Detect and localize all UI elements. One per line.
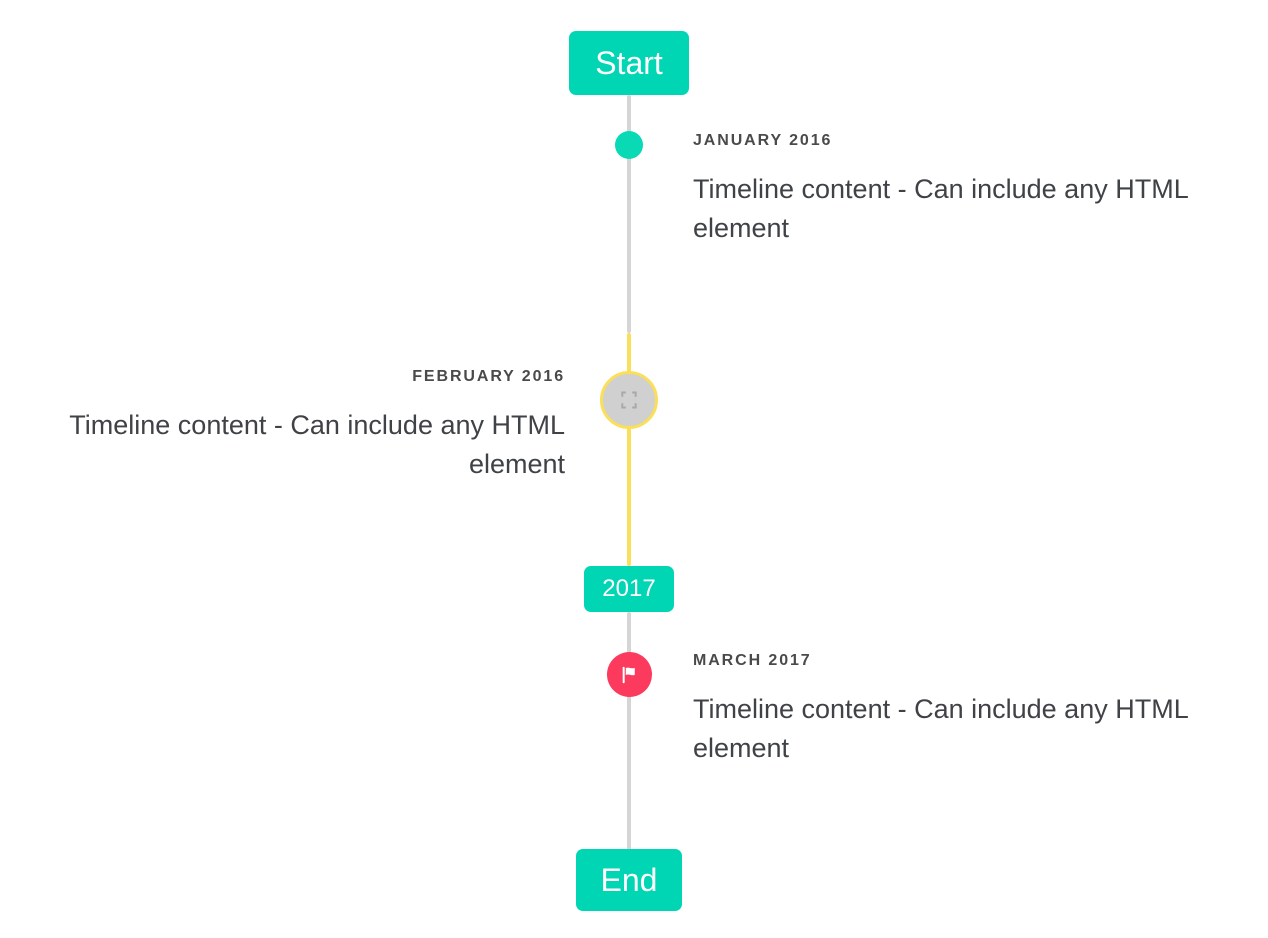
timeline-event-date: MARCH 2017 <box>693 652 812 669</box>
broken-image-glyph <box>621 391 637 409</box>
timeline-event-body: MARCH 2017 Timeline content - Can includ… <box>693 651 1233 768</box>
timeline-event-text: Timeline content - Can include any HTML … <box>693 694 1188 764</box>
flag-glyph <box>622 666 635 683</box>
broken-image-icon[interactable] <box>600 371 658 429</box>
timeline-event-body: JANUARY 2016 Timeline content - Can incl… <box>693 131 1233 248</box>
timeline-event-text: Timeline content - Can include any HTML … <box>69 410 565 480</box>
timeline-event-date: JANUARY 2016 <box>693 132 833 149</box>
flag-icon[interactable] <box>607 652 652 697</box>
timeline-event-body: FEBRUARY 2016 Timeline content - Can inc… <box>25 367 565 484</box>
timeline-year-badge-2017[interactable]: 2017 <box>584 566 674 612</box>
dot-icon[interactable] <box>615 131 643 159</box>
timeline-spine-segment-upper <box>627 95 631 333</box>
timeline-event-text: Timeline content - Can include any HTML … <box>693 174 1188 244</box>
timeline-end-badge[interactable]: End <box>576 849 682 911</box>
timeline-spine-segment-lower <box>627 612 631 852</box>
timeline-spine-segment-highlighted <box>627 333 631 566</box>
timeline-event-date: FEBRUARY 2016 <box>412 368 565 385</box>
timeline-start-badge[interactable]: Start <box>569 31 689 95</box>
